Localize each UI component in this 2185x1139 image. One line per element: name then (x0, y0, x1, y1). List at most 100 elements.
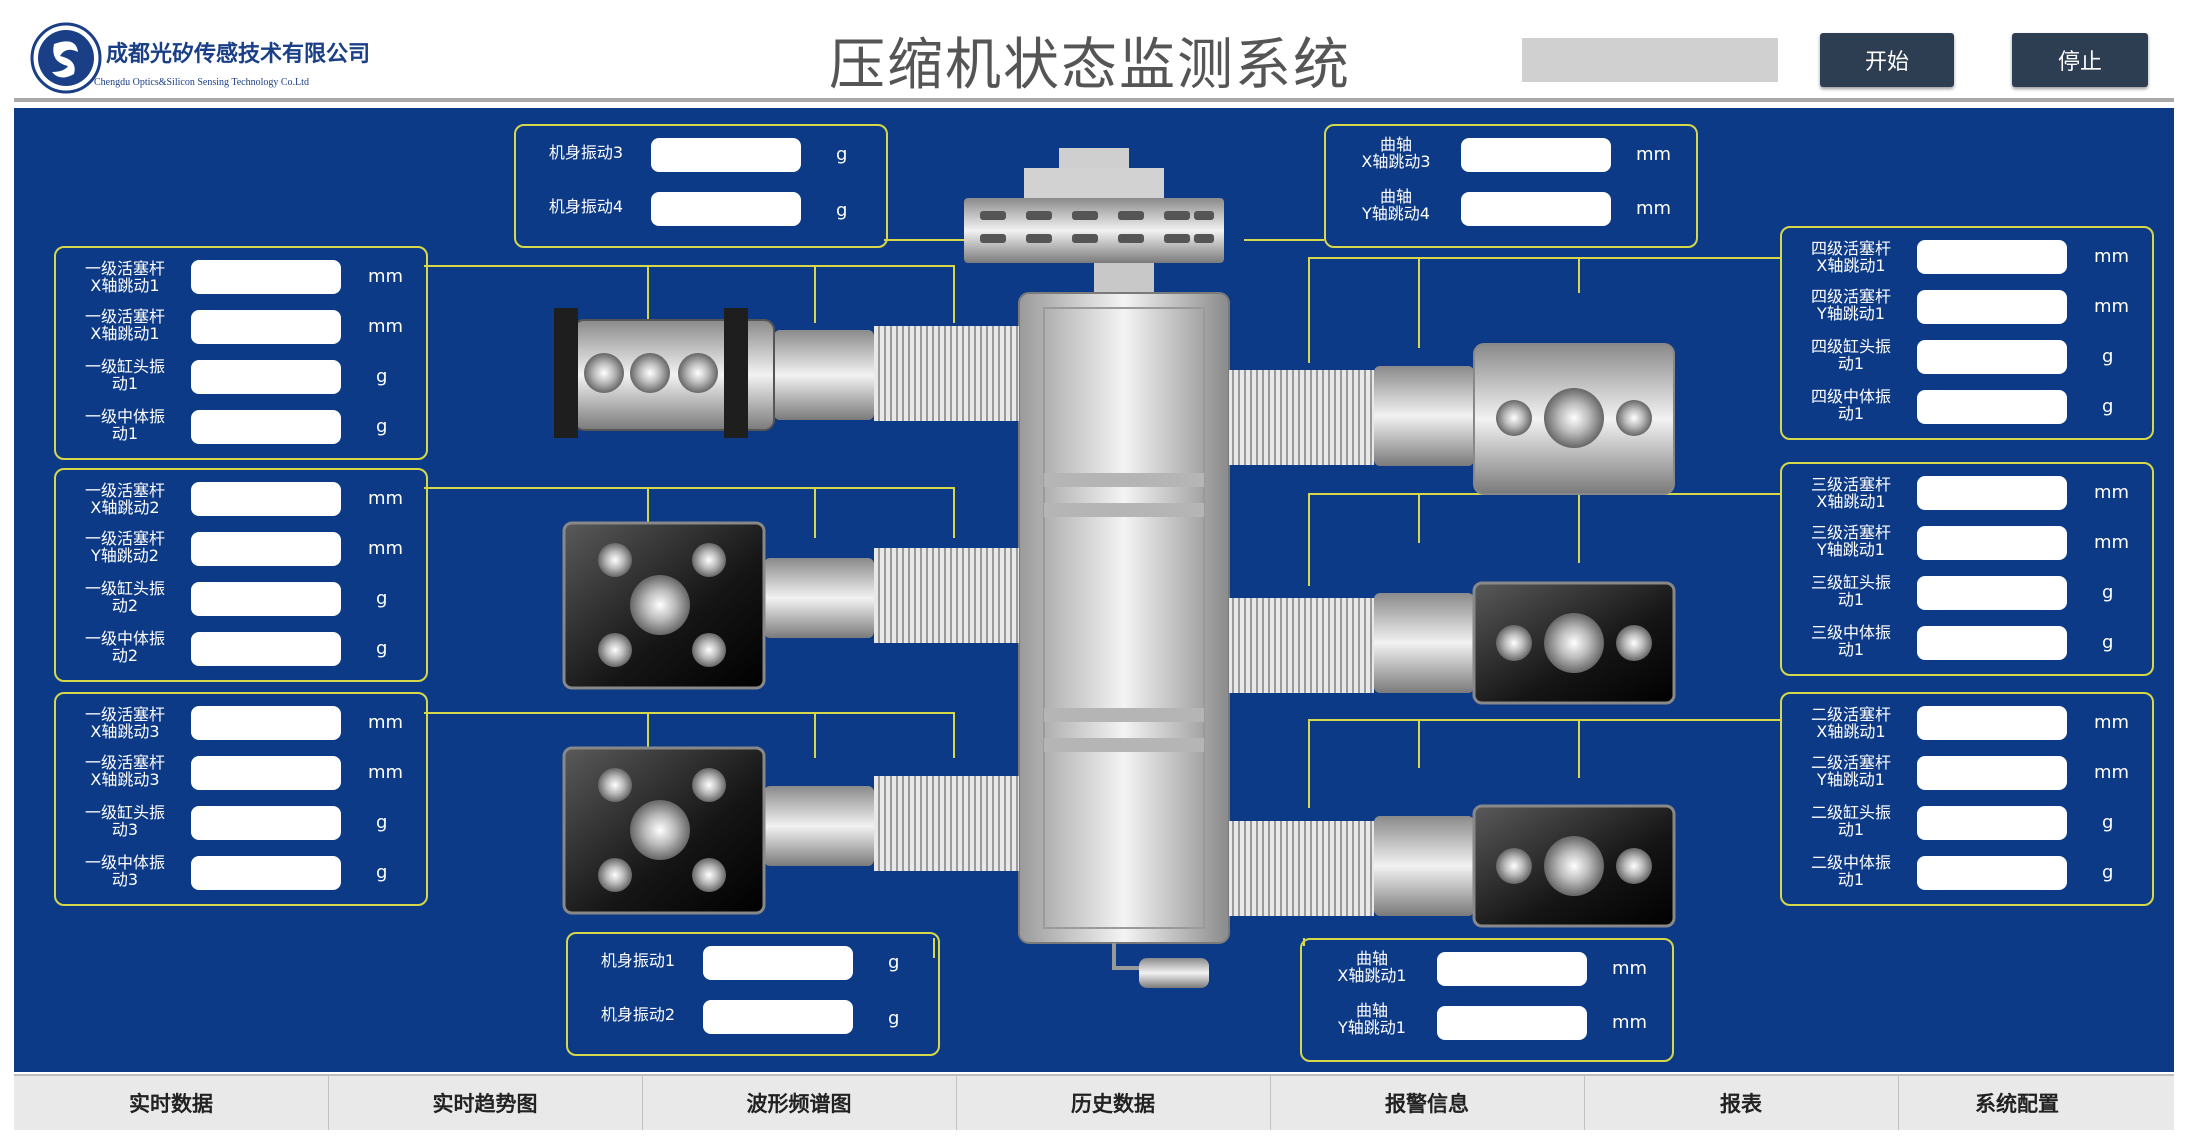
unit-label: g (888, 1008, 900, 1029)
tab-history-data[interactable]: 历史数据 (1071, 1092, 1155, 1116)
start-button[interactable]: 开始 (1820, 33, 1954, 87)
tab-divider (1270, 1076, 1271, 1130)
sensor-value-input[interactable] (1917, 856, 2067, 890)
unit-label: g (2102, 346, 2114, 367)
unit-label: mm (368, 712, 404, 733)
crankshaft-y-runout-1-input[interactable] (1437, 1006, 1587, 1040)
stop-button[interactable]: 停止 (2012, 33, 2148, 87)
tab-reports[interactable]: 报表 (1720, 1092, 1762, 1116)
crankshaft-y-runout-4-input[interactable] (1461, 192, 1611, 226)
unit-label: g (836, 144, 848, 165)
unit-label: mm (368, 762, 404, 783)
body-vibration-4-input[interactable] (651, 192, 801, 226)
sensor-row: 四级中体振动1 g (1782, 382, 2152, 432)
body-vibration-1-row: 机身振动1 g (568, 934, 938, 992)
sensor-value-input[interactable] (191, 756, 341, 790)
sensor-value-input[interactable] (191, 482, 341, 516)
sensor-value-input[interactable] (1917, 526, 2067, 560)
sensor-value-input[interactable] (1917, 576, 2067, 610)
sensor-row: 一级缸头振动2 g (56, 574, 426, 624)
crankshaft-x-runout-1-input[interactable] (1437, 952, 1587, 986)
body-vibration-3-row: 机身振动3 g (516, 126, 886, 184)
crankshaft-x-runout-3-input[interactable] (1461, 138, 1611, 172)
field-label: 机身振动1 (600, 951, 676, 970)
unit-label: g (376, 638, 388, 659)
sensor-value-input[interactable] (1917, 626, 2067, 660)
tab-divider (956, 1076, 957, 1130)
sensor-value-input[interactable] (191, 632, 341, 666)
unit-label: mm (2094, 762, 2130, 783)
field-label: 四级中体振动1 (1810, 387, 1891, 423)
unit-label: g (376, 862, 388, 883)
field-label: 一级中体振动3 (84, 853, 165, 889)
sensor-value-input[interactable] (191, 360, 341, 394)
sensor-row: 一级中体振动1 g (56, 402, 426, 452)
tab-divider (642, 1076, 643, 1130)
tab-realtime-trend[interactable]: 实时趋势图 (432, 1092, 538, 1116)
sensor-value-input[interactable] (1917, 290, 2067, 324)
body-vibration-2-row: 机身振动2 g (568, 992, 938, 1050)
field-label: 一级中体振动2 (84, 629, 165, 665)
sensor-value-input[interactable] (1917, 706, 2067, 740)
unit-label: mm (2094, 246, 2130, 267)
tab-realtime-data[interactable]: 实时数据 (129, 1092, 213, 1116)
sensor-value-input[interactable] (1917, 390, 2067, 424)
body-vibration-3-input[interactable] (651, 138, 801, 172)
sensor-value-input[interactable] (191, 856, 341, 890)
unit-label: mm (1612, 1012, 1648, 1033)
unit-label: g (2102, 862, 2114, 883)
sensor-value-input[interactable] (191, 310, 341, 344)
header-bar: 成都光矽传感技术有限公司 Chengdu Optics&Silicon Sens… (0, 0, 2185, 105)
page-title: 压缩机状态监测系统 (829, 33, 1351, 98)
sensor-value-input[interactable] (191, 260, 341, 294)
sensor-value-input[interactable] (1917, 240, 2067, 274)
body-vibration-2-input[interactable] (703, 1000, 853, 1034)
bottom-nav: 实时数据 实时趋势图 波形频谱图 历史数据 报警信息 报表 系统配置 (14, 1074, 2174, 1130)
sensor-value-input[interactable] (1917, 806, 2067, 840)
unit-label: g (2102, 632, 2114, 653)
sensor-value-input[interactable] (1917, 340, 2067, 374)
tab-divider (328, 1076, 329, 1130)
field-label: 三级缸头振动1 (1810, 573, 1891, 609)
sensor-value-input[interactable] (191, 582, 341, 616)
sensor-value-input[interactable] (1917, 756, 2067, 790)
tab-alarm-info[interactable]: 报警信息 (1385, 1092, 1469, 1116)
unit-label: mm (1636, 144, 1672, 165)
sensor-value-input[interactable] (191, 532, 341, 566)
company-english-name: Chengdu Optics&Silicon Sensing Technolog… (94, 77, 309, 88)
sensor-value-input[interactable] (1917, 476, 2067, 510)
body-vibration-1-input[interactable] (703, 946, 853, 980)
unit-label: g (2102, 396, 2114, 417)
unit-label: mm (368, 488, 404, 509)
field-label: 二级缸头振动1 (1810, 803, 1891, 839)
field-label: 机身振动3 (548, 143, 624, 162)
sensor-value-input[interactable] (191, 706, 341, 740)
sensor-row: 二级中体振动1 g (1782, 848, 2152, 898)
sensor-value-input[interactable] (191, 806, 341, 840)
tab-system-config[interactable]: 系统配置 (1975, 1092, 2059, 1116)
header-divider (14, 98, 2174, 102)
sensor-value-input[interactable] (191, 410, 341, 444)
unit-label: mm (2094, 532, 2130, 553)
tab-waveform-spectrum[interactable]: 波形频谱图 (746, 1092, 852, 1116)
